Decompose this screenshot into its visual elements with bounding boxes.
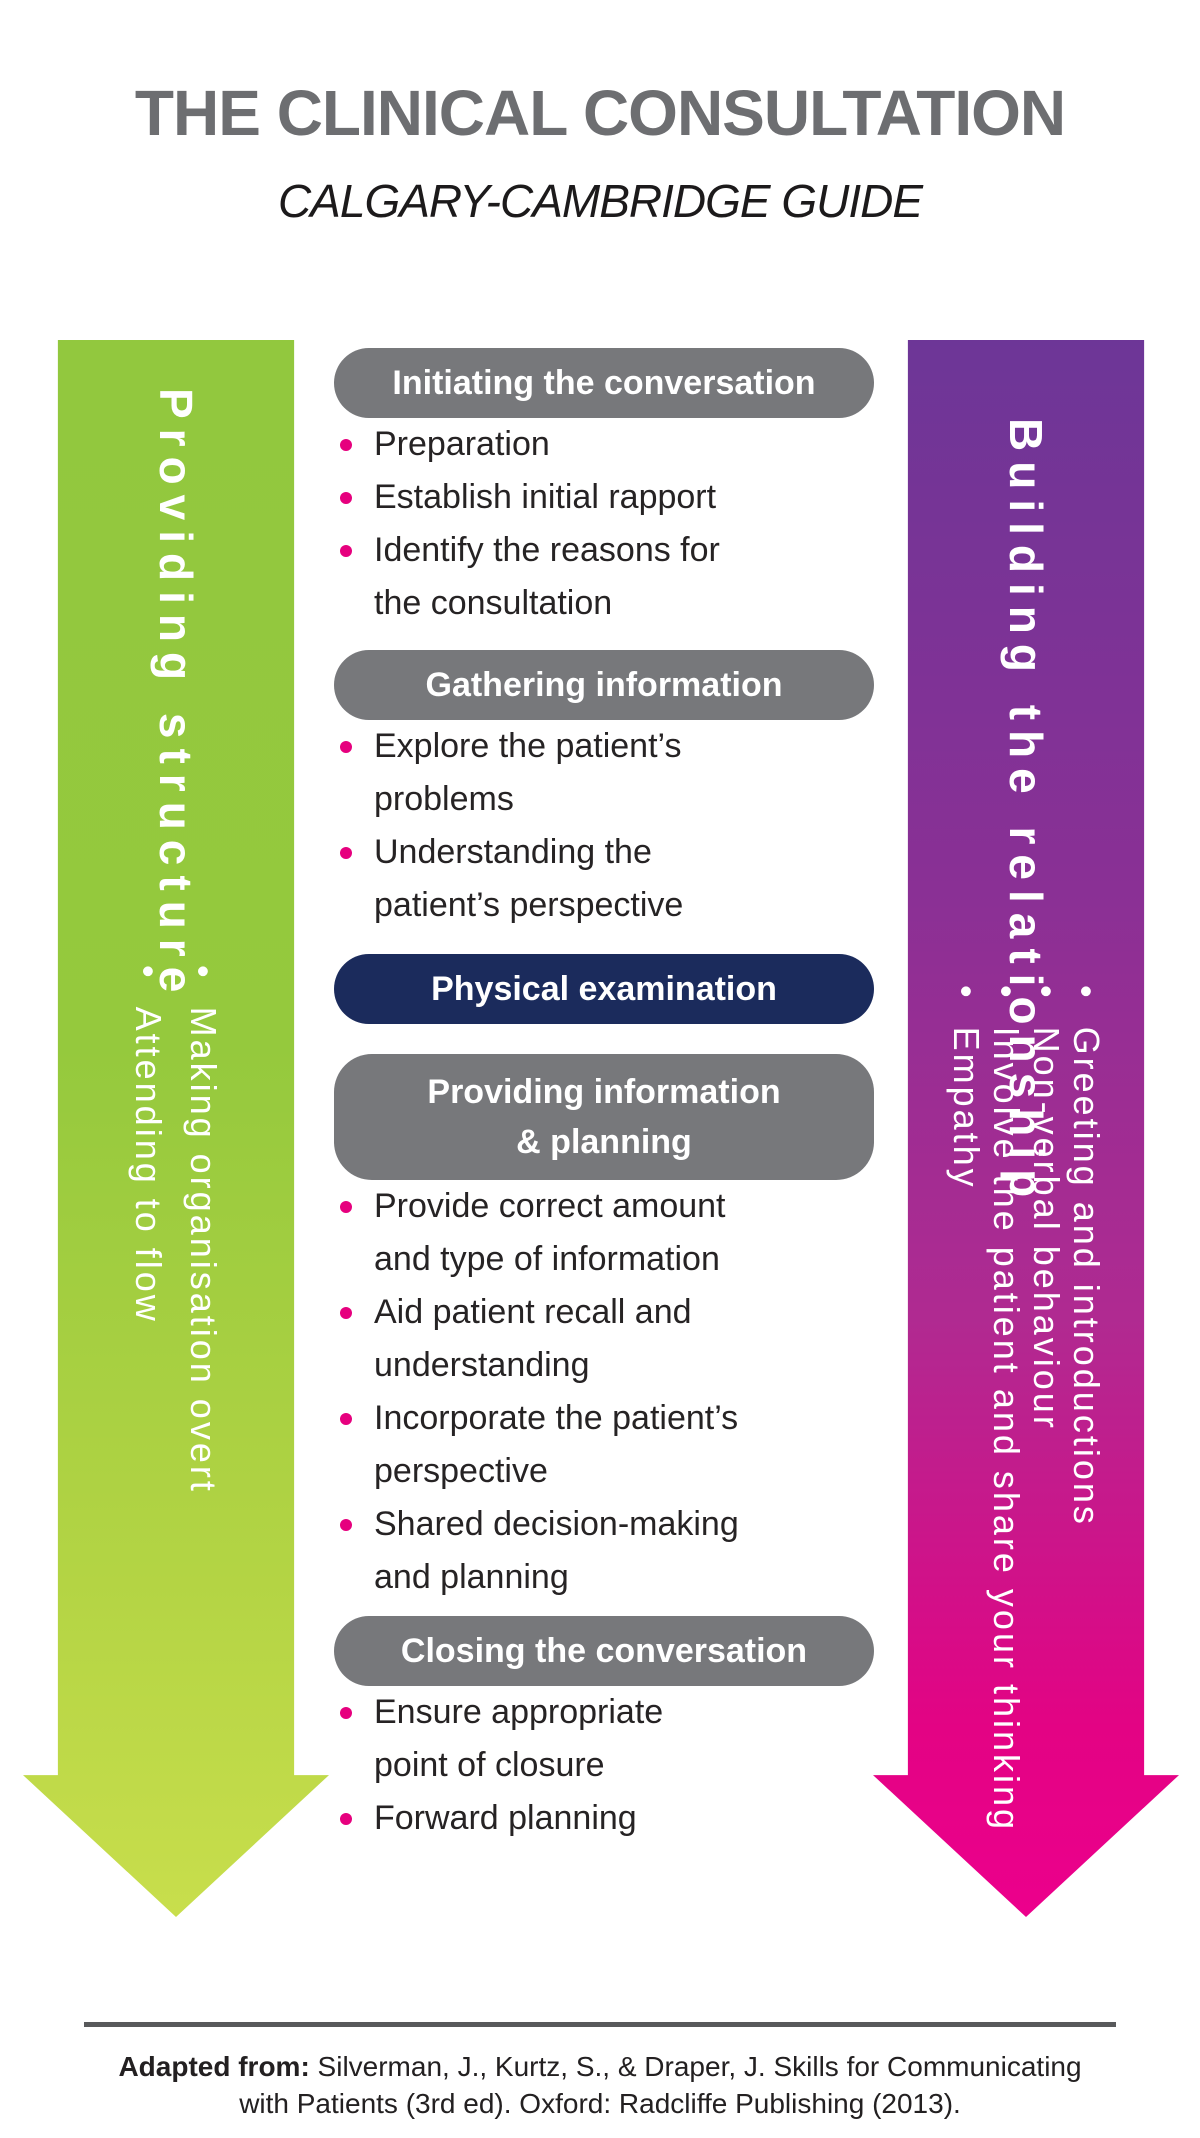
stage-header-label: Gathering information bbox=[425, 666, 783, 704]
list-item: Identify the reasons for the consultatio… bbox=[334, 524, 754, 630]
closing-bullet-list: Ensure appropriate point of closure Forw… bbox=[334, 1686, 874, 1845]
providing-structure-arrow: Providing structure Making organisation … bbox=[23, 340, 329, 1917]
building-relationship-bullets: Greeting and introductions Non-verbal be… bbox=[946, 985, 1107, 1832]
stage-header-label: Physical examination bbox=[431, 970, 777, 1008]
arrow-bullet: Non-verbal behaviour bbox=[1026, 985, 1067, 1832]
stage-header-physical-examination: Physical examination bbox=[334, 954, 874, 1024]
arrow-bullet: Attending to flow bbox=[121, 965, 176, 1494]
list-item: Understanding the patient’s perspective bbox=[334, 826, 754, 932]
stage-header-label: Providing information & planning bbox=[427, 1073, 781, 1161]
list-item: Ensure appropriate point of closure bbox=[334, 1686, 729, 1792]
arrow-bullet: Making organisation overt bbox=[176, 965, 231, 1494]
list-item: Forward planning bbox=[334, 1792, 729, 1845]
arrow-bullet: Involve the patient and share your think… bbox=[986, 985, 1027, 1832]
list-item: Establish initial rapport bbox=[334, 471, 754, 524]
stage-header-initiating: Initiating the conversation bbox=[334, 348, 874, 418]
stage-header-label: Initiating the conversation bbox=[392, 364, 816, 402]
footer-citation-text: Silverman, J., Kurtz, S., & Draper, J. S… bbox=[239, 2051, 1082, 2119]
providing-structure-bullets: Making organisation overt Attending to f… bbox=[121, 965, 231, 1494]
list-item: Explore the patient’s problems bbox=[334, 720, 754, 826]
list-item: Aid patient recall and understanding bbox=[334, 1286, 774, 1392]
list-item: Preparation bbox=[334, 418, 754, 471]
providing-information-bullet-list: Provide correct amount and type of infor… bbox=[334, 1180, 874, 1604]
initiating-bullet-list: Preparation Establish initial rapport Id… bbox=[334, 418, 874, 630]
footer-citation: Adapted from: Silverman, J., Kurtz, S., … bbox=[95, 2048, 1105, 2122]
building-relationship-arrow: Building the relationship Greeting and i… bbox=[873, 340, 1179, 1917]
arrow-bullet: Empathy bbox=[946, 985, 987, 1832]
stage-header-providing-information: Providing information & planning bbox=[334, 1054, 874, 1180]
list-item: Incorporate the patient’s perspective bbox=[334, 1392, 774, 1498]
list-item: Shared decision-making and planning bbox=[334, 1498, 774, 1604]
consultation-stages-column: Initiating the conversation Preparation … bbox=[334, 348, 874, 1845]
list-item: Provide correct amount and type of infor… bbox=[334, 1180, 774, 1286]
page-subtitle: CALGARY-CAMBRIDGE GUIDE bbox=[277, 175, 923, 227]
footer-divider bbox=[84, 2022, 1116, 2027]
page-title: THE CLINICAL CONSULTATION bbox=[134, 77, 1066, 149]
arrow-bullet: Greeting and introductions bbox=[1066, 985, 1107, 1832]
stage-header-label: Closing the conversation bbox=[400, 1632, 808, 1670]
footer-citation-label: Adapted from: bbox=[118, 2051, 310, 2082]
providing-structure-title: Providing structure bbox=[150, 388, 202, 1003]
stage-header-gathering: Gathering information bbox=[334, 650, 874, 720]
stage-header-closing: Closing the conversation bbox=[334, 1616, 874, 1686]
gathering-bullet-list: Explore the patient’s problems Understan… bbox=[334, 720, 874, 932]
